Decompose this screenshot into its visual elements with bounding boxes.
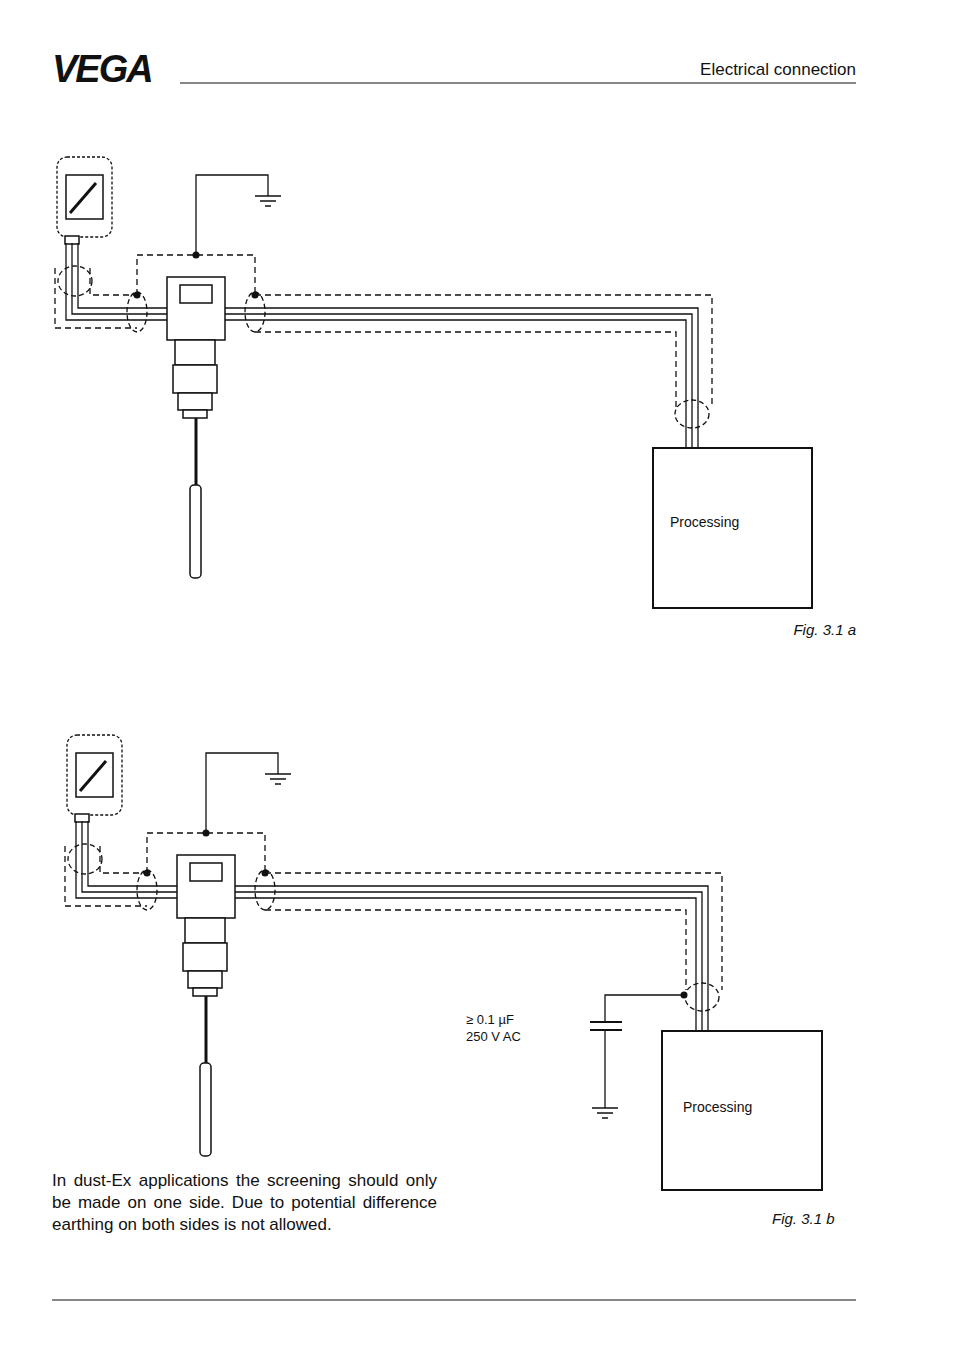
capacitance-value: ≥ 0.1 µF xyxy=(466,1012,514,1027)
voltage-rating: 250 V AC xyxy=(466,1029,521,1044)
figure-number: Fig. 3.1 b xyxy=(772,1210,835,1227)
box-label: Processing xyxy=(670,514,739,530)
brand-logo: VEGA xyxy=(52,48,152,91)
note-text: In dust-Ex applications the screening sh… xyxy=(52,1170,437,1236)
processing-box: Processing xyxy=(661,1030,823,1191)
figure-number: Fig. 3.1 a xyxy=(793,621,856,638)
processing-box: Processing xyxy=(652,447,813,609)
box-label: Processing xyxy=(683,1099,752,1115)
section-title: Electrical connection xyxy=(700,60,856,80)
